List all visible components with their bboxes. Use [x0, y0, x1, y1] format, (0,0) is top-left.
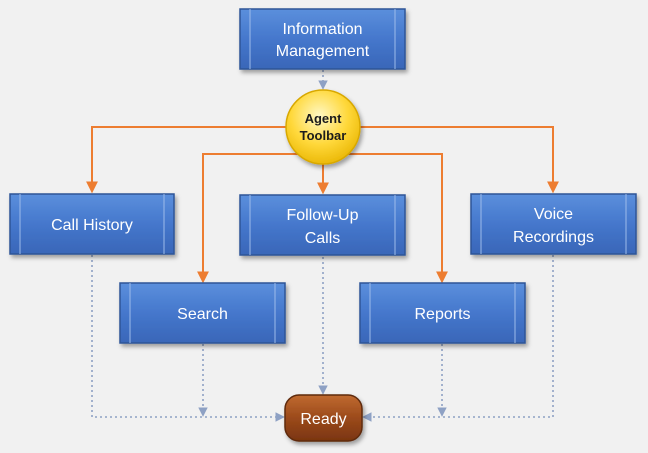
- connector-call-history-to-ready: [91, 255, 285, 422]
- ready-label: Ready: [300, 411, 346, 428]
- node-search[interactable]: Search: [119, 282, 286, 344]
- connectors: [86, 70, 559, 422]
- connector-toolbar-to-call-history: [86, 126, 287, 194]
- information-management-label-line2: Management: [276, 43, 370, 60]
- voice-recordings-label-line2: Recordings: [513, 229, 594, 246]
- node-reports[interactable]: Reports: [359, 282, 526, 344]
- connector-toolbar-to-reports: [348, 153, 448, 284]
- node-voice-recordings[interactable]: Voice Recordings: [470, 193, 637, 255]
- information-management-label-line1: Information: [282, 21, 362, 38]
- connector-toolbar-to-search: [197, 153, 298, 284]
- connector-voice-recordings-to-ready: [362, 255, 554, 422]
- node-agent-toolbar[interactable]: Agent Toolbar: [285, 89, 361, 165]
- agent-toolbar-label-line1: Agent: [305, 111, 343, 126]
- call-history-label: Call History: [51, 217, 133, 234]
- node-call-history[interactable]: Call History: [9, 193, 175, 255]
- node-information-management[interactable]: Information Management: [239, 8, 406, 70]
- search-label: Search: [177, 306, 228, 323]
- reports-label: Reports: [414, 306, 470, 323]
- follow-up-calls-label-line1: Follow-Up: [286, 207, 358, 224]
- connector-toolbar-to-voice-recordings: [359, 126, 559, 194]
- agent-toolbar-label-line2: Toolbar: [300, 128, 347, 143]
- voice-recordings-label-line1: Voice: [534, 206, 573, 223]
- node-ready[interactable]: Ready: [284, 394, 363, 442]
- follow-up-calls-label-line2: Calls: [305, 230, 341, 247]
- node-follow-up-calls[interactable]: Follow-Up Calls: [239, 194, 406, 256]
